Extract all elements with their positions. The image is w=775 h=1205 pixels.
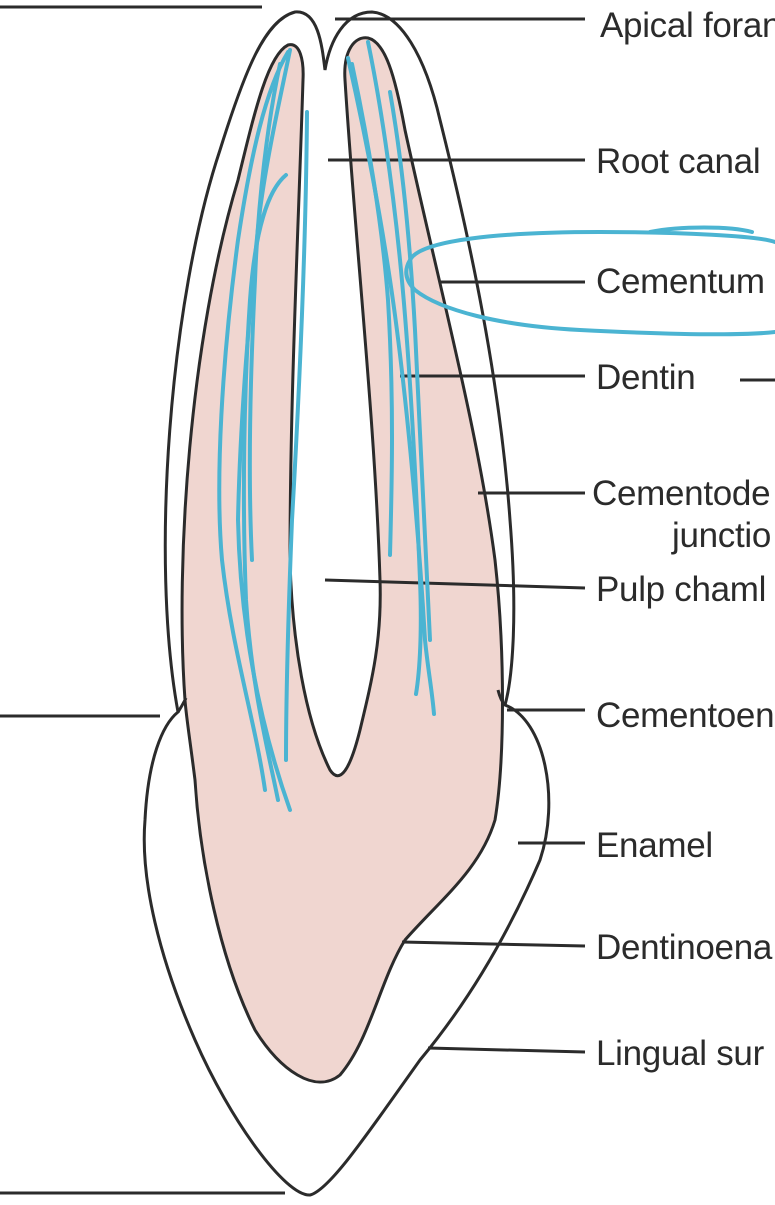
blue-stroke-right-2 <box>366 40 423 696</box>
blue-stroke-left-1 <box>217 50 290 792</box>
blue-stroke-right-4 <box>388 90 432 642</box>
label-enamel: Enamel <box>596 826 713 865</box>
label-cementum: Cementum <box>596 262 765 301</box>
blue-annotation-strokes <box>217 40 775 812</box>
label-pulp-chamber: Pulp chaml <box>596 570 767 609</box>
blue-stroke-left-4 <box>284 110 309 762</box>
label-lingual-surface: Lingual sur <box>596 1034 764 1073</box>
label-root-canal: Root canal <box>596 142 761 181</box>
cej-left-notch <box>176 697 188 713</box>
blue-stroke-left-5 <box>247 62 282 562</box>
leader-dentinoenamel <box>401 940 586 948</box>
blue-stroke-right-3 <box>350 62 394 557</box>
leader-lingual-surface <box>427 1046 586 1054</box>
dentin-region <box>180 36 504 1084</box>
label-cementodentinal: Cementode <box>592 474 771 513</box>
label-cementoenamel: Cementoen <box>596 696 775 735</box>
cej-right-notch <box>496 689 507 707</box>
label-dentin: Dentin <box>596 358 696 397</box>
label-cementodentinal-junction: junctio <box>672 516 772 555</box>
blue-circle-cementum <box>404 225 775 337</box>
label-dentinoenamel: Dentinoena <box>596 928 773 967</box>
label-apical-foramen: Apical foran <box>600 6 775 45</box>
leader-pulp-chamber <box>324 578 586 590</box>
